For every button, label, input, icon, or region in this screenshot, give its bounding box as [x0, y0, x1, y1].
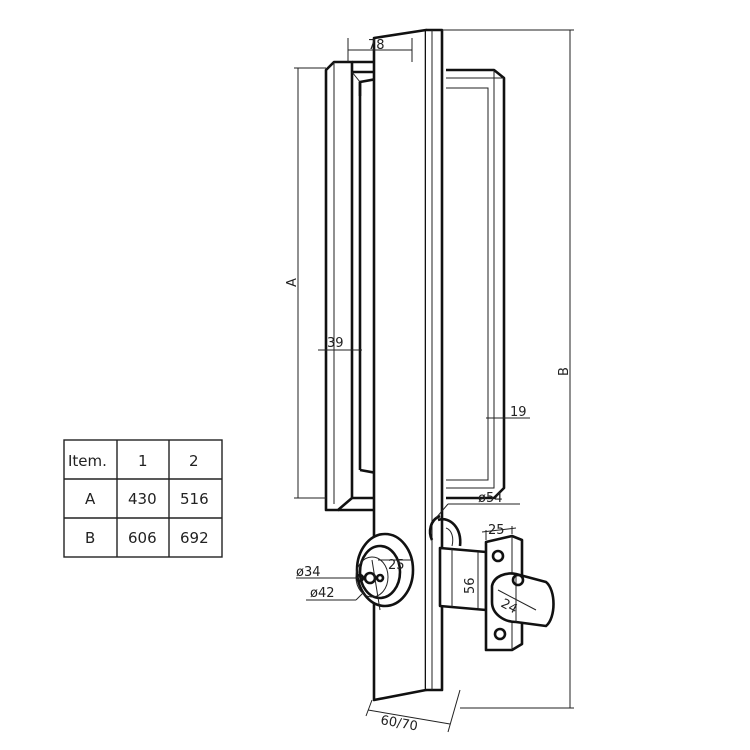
dim-39: 39 [327, 336, 344, 351]
dimension-lines [294, 29, 574, 733]
table-row-a-1: 430 [128, 490, 157, 508]
screw-bottom-icon [493, 627, 507, 641]
table-row-b-2: 692 [180, 529, 209, 547]
dim-25-faceplate: 25 [488, 523, 505, 538]
right-pull-handle [446, 68, 506, 500]
table-row-a-label: A [85, 490, 96, 508]
table-row-b-1: 606 [128, 529, 157, 547]
dim-42: ø42 [310, 586, 335, 601]
table-header-item: Item. [68, 452, 107, 470]
table-header-2: 2 [189, 452, 199, 470]
screw-top-icon [491, 549, 505, 563]
dim-78: 78 [368, 38, 385, 53]
dim-19: 19 [510, 405, 527, 420]
dim-56: 56 [463, 577, 478, 594]
dim-34: ø34 [296, 565, 321, 580]
dim-25-rose: 25 [388, 558, 405, 573]
dim-b: B [557, 367, 572, 376]
lock-cylinder-rose [355, 532, 415, 608]
dim-54: ø54 [478, 491, 503, 506]
dimension-labels: 78 A 39 19 B ø54 25 56 24 25 ø34 ø42 60/… [285, 38, 572, 734]
deadbolt-body [428, 514, 488, 612]
table-header-1: 1 [138, 452, 148, 470]
latch-faceplate [484, 534, 555, 652]
dim-a: A [285, 278, 300, 287]
dim-60-70: 60/70 [379, 713, 419, 734]
table-row-b-label: B [85, 529, 95, 547]
table-row-a-2: 516 [180, 490, 209, 508]
bolt-screw-icon [511, 573, 525, 587]
dim-24: 24 [498, 596, 520, 617]
dimension-table: Item. 1 2 A 430 516 B 606 692 [63, 439, 223, 558]
